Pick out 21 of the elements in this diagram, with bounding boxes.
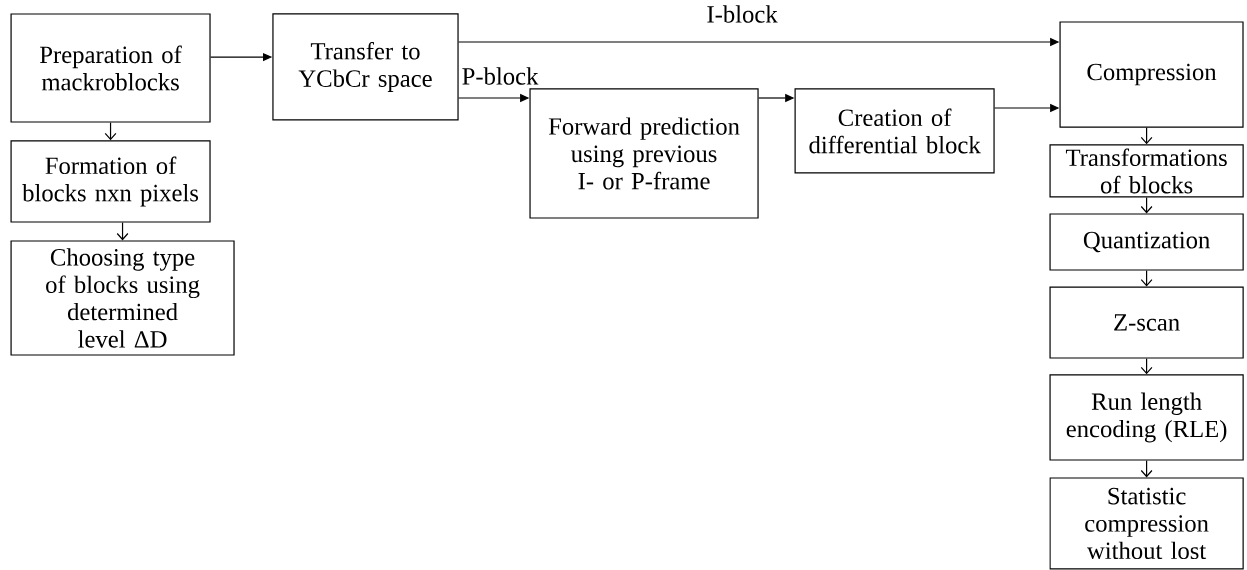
process-box: Statistic compression without lost — [1049, 477, 1244, 570]
process-box: Quantization — [1049, 213, 1244, 271]
process-box: Preparation of mackroblocks — [10, 13, 211, 123]
arrow — [1140, 460, 1153, 478]
process-box: Choosing type of blocks using determined level ΔD — [10, 240, 235, 356]
arrow — [116, 222, 129, 241]
process-box: Forward prediction using previous I- or P-frame — [529, 88, 759, 219]
process-box: Z-scan — [1049, 286, 1244, 359]
process-box: Transfer to YCbCr space — [272, 13, 459, 121]
process-box: Formation of blocks nxn pixels — [10, 140, 211, 223]
process-box: Compression — [1059, 21, 1244, 128]
arrow — [1140, 270, 1153, 287]
arrow — [1140, 127, 1153, 145]
arrow — [104, 122, 117, 141]
edge-label: I-block — [707, 5, 778, 23]
edge-label: P-block — [462, 67, 539, 85]
process-box: Transformations of blocks — [1049, 144, 1244, 198]
arrow — [1140, 358, 1153, 375]
process-box: Run length encoding (RLE) — [1049, 374, 1244, 461]
process-box: Creation of differential block — [794, 88, 995, 174]
arrow — [1140, 196, 1153, 214]
